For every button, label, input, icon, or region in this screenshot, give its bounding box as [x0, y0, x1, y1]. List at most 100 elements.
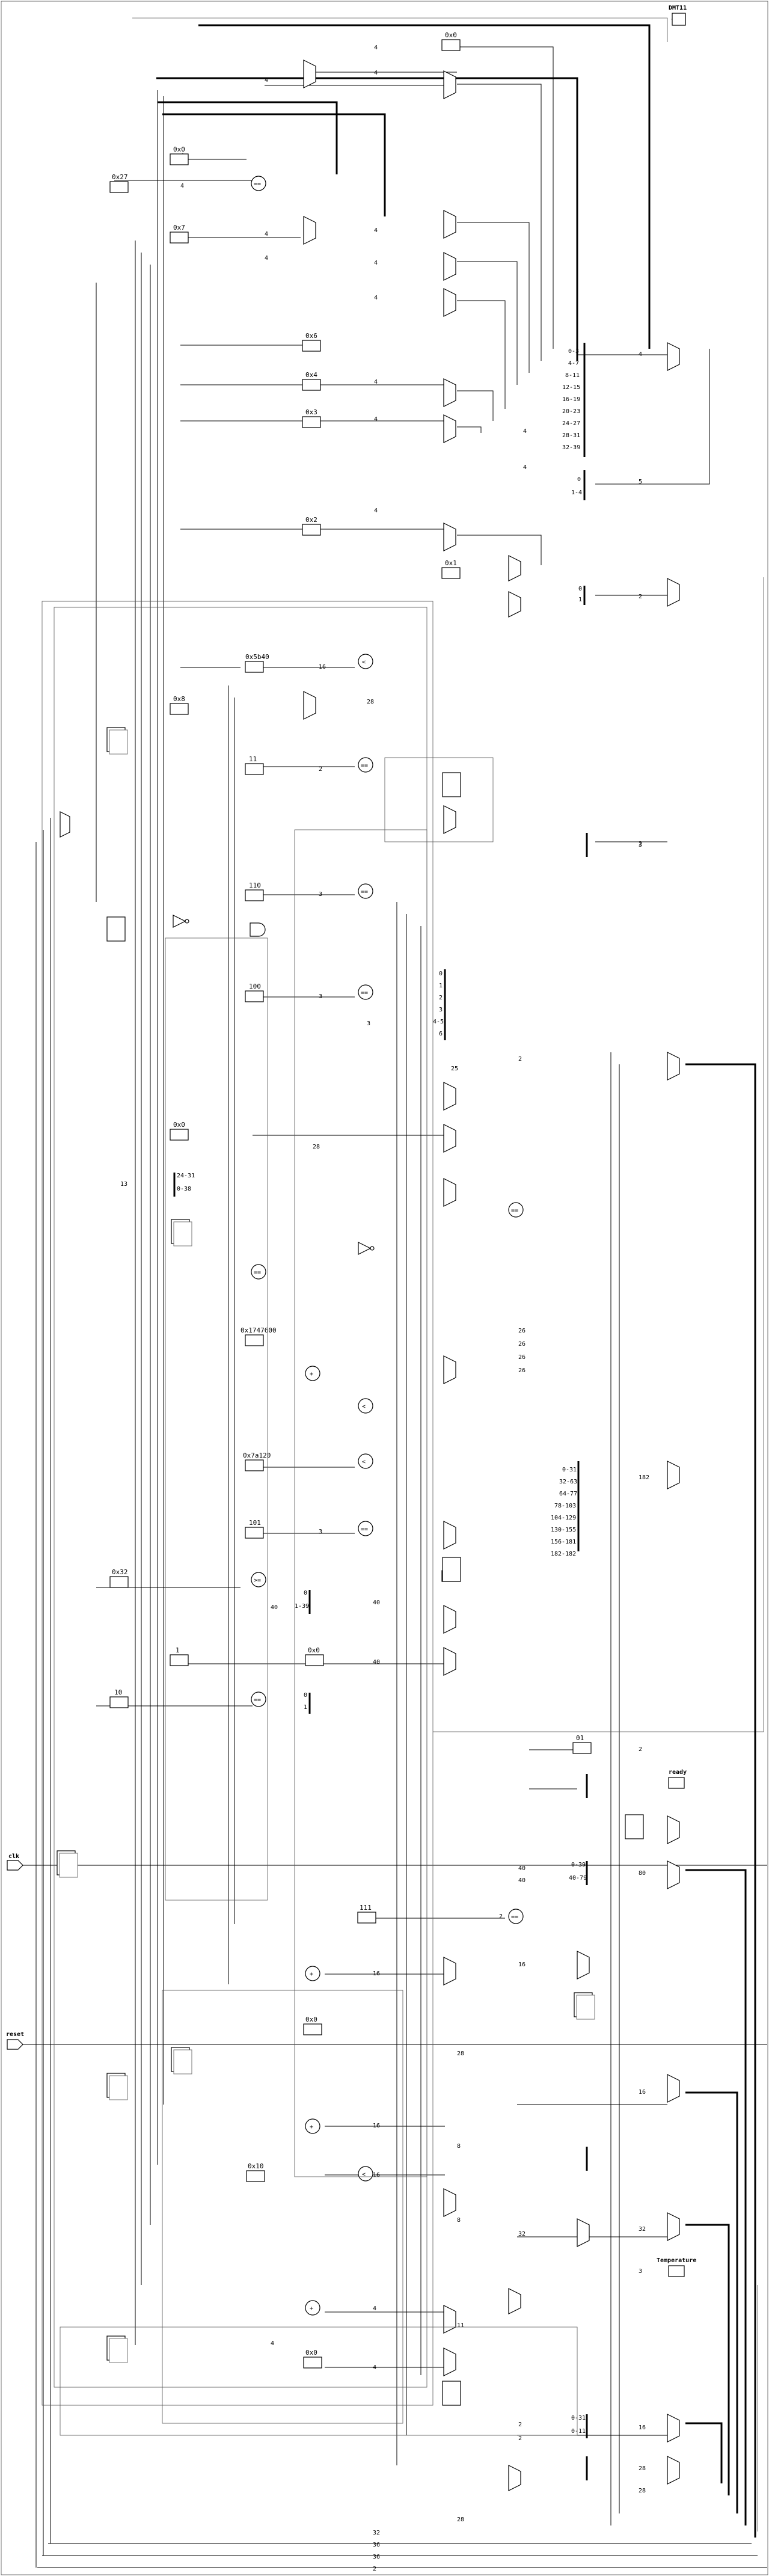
constant-label: 01	[576, 1734, 584, 1742]
width-label: 16	[518, 1961, 525, 1968]
registers	[57, 727, 644, 2406]
svg-text:==: ==	[511, 1914, 518, 1921]
width-label: 4	[374, 227, 378, 234]
width-label: 3	[367, 1020, 370, 1027]
constant-box: 0x6	[302, 332, 321, 352]
constant-box: 0x32	[109, 1568, 129, 1588]
width-label: 80	[639, 1870, 646, 1877]
comparator: ==	[358, 883, 373, 899]
mux	[667, 2212, 680, 2241]
constant-box: 0x4	[302, 371, 321, 391]
split-label: 182-182	[551, 1551, 576, 1557]
comparator: ==	[251, 1264, 266, 1280]
split-label: 6	[439, 1031, 443, 1037]
temperature-output-pin[interactable]: Temperature	[657, 2257, 696, 2277]
constant-label: 0x10	[248, 2162, 264, 2170]
split-label: 3	[439, 1007, 443, 1013]
dmt11-output-pin[interactable]: DMT11	[669, 5, 687, 26]
constant-label: 101	[249, 1519, 261, 1527]
mux	[443, 252, 456, 281]
width-label: 32	[518, 2231, 525, 2237]
mux	[443, 1521, 456, 1550]
and-gate	[250, 922, 266, 937]
svg-text:==: ==	[254, 181, 261, 188]
mux	[508, 2288, 521, 2314]
split-label: 32-63	[559, 1479, 577, 1485]
reset-input-pin[interactable]: reset	[6, 2031, 24, 2050]
constant-label: 0x2	[305, 516, 317, 524]
width-label: 36	[373, 2554, 380, 2560]
width-label: 2	[373, 2566, 376, 2572]
width-label: 32	[639, 2226, 646, 2233]
comparator: <	[358, 654, 373, 669]
width-label: 3	[319, 891, 322, 898]
width-label: 4	[265, 77, 268, 84]
width-label: 4	[374, 260, 378, 266]
register	[442, 2381, 461, 2406]
constant-box: 0x8	[170, 695, 189, 715]
comparator: ==	[358, 757, 373, 773]
width-label: 2	[639, 841, 642, 847]
constant-box: 0x3	[302, 408, 321, 428]
mux	[60, 811, 70, 838]
split-label: 0-39	[571, 1862, 586, 1868]
adder: +	[305, 1366, 320, 1381]
svg-text:+: +	[310, 2305, 313, 2312]
top-mux-bank	[96, 46, 710, 2436]
constant-box: 0x1747600	[241, 1326, 277, 1346]
mux	[667, 2456, 680, 2485]
svg-text:<: <	[362, 1459, 366, 1465]
split-label: 12-15	[562, 384, 580, 391]
width-label: 26	[518, 1354, 525, 1361]
not-gate	[358, 1242, 375, 1255]
split-label: 0-3	[568, 348, 579, 355]
mux	[667, 342, 680, 371]
constant-box: 100	[245, 983, 264, 1002]
width-label: 16	[373, 2123, 380, 2129]
splitter-low: 0 1-39	[295, 1590, 311, 1614]
svg-text:>=: >=	[254, 1577, 261, 1584]
mux	[577, 2218, 590, 2247]
mux	[667, 1461, 680, 1489]
mux	[667, 578, 680, 607]
mux	[443, 1605, 456, 1634]
mux	[667, 2074, 680, 2103]
constant-box: 0x2	[302, 516, 321, 536]
not-gate	[173, 915, 189, 928]
constant-box: 0x0	[303, 2016, 322, 2035]
width-label: 4	[374, 44, 378, 51]
mux	[508, 555, 521, 581]
width-label: 3	[319, 993, 322, 1000]
width-label: 4	[374, 508, 378, 514]
constant-box: 0x5b40	[245, 653, 269, 673]
width-label: 28	[367, 699, 374, 705]
width-label: 4	[265, 231, 268, 238]
constant-box: 0x0	[305, 1646, 324, 1666]
constant-label: 0x7	[173, 224, 185, 232]
constant-box: 101	[245, 1519, 264, 1539]
splitters: 0-3 4-7 8-11 12-15 16-19 20-23 24-27 28-…	[173, 343, 588, 2480]
svg-text:+: +	[310, 2124, 313, 2130]
register	[106, 916, 126, 942]
ready-output-pin[interactable]: ready	[668, 1769, 687, 1789]
constant-label: 0x27	[112, 173, 128, 181]
width-label: 4	[265, 255, 268, 262]
mux	[443, 805, 456, 834]
split-label: 1-4	[571, 489, 582, 496]
clk-input-pin[interactable]: clk	[7, 1853, 23, 1871]
temperature-pin-label: Temperature	[657, 2257, 696, 2264]
split-label: 0-38	[177, 1186, 191, 1192]
width-label: 8	[457, 2143, 461, 2150]
mux	[443, 1178, 456, 1207]
width-label: 4	[271, 2340, 274, 2347]
mux	[443, 1957, 456, 1986]
width-label: 25	[451, 1066, 458, 1072]
mux	[443, 1355, 456, 1384]
register	[442, 1557, 461, 1582]
constant-box: 10	[109, 1688, 129, 1708]
mux	[667, 1052, 680, 1081]
split-label: 4-7	[568, 360, 579, 367]
svg-text:<: <	[362, 1403, 366, 1410]
comparator: <	[358, 1453, 373, 1469]
